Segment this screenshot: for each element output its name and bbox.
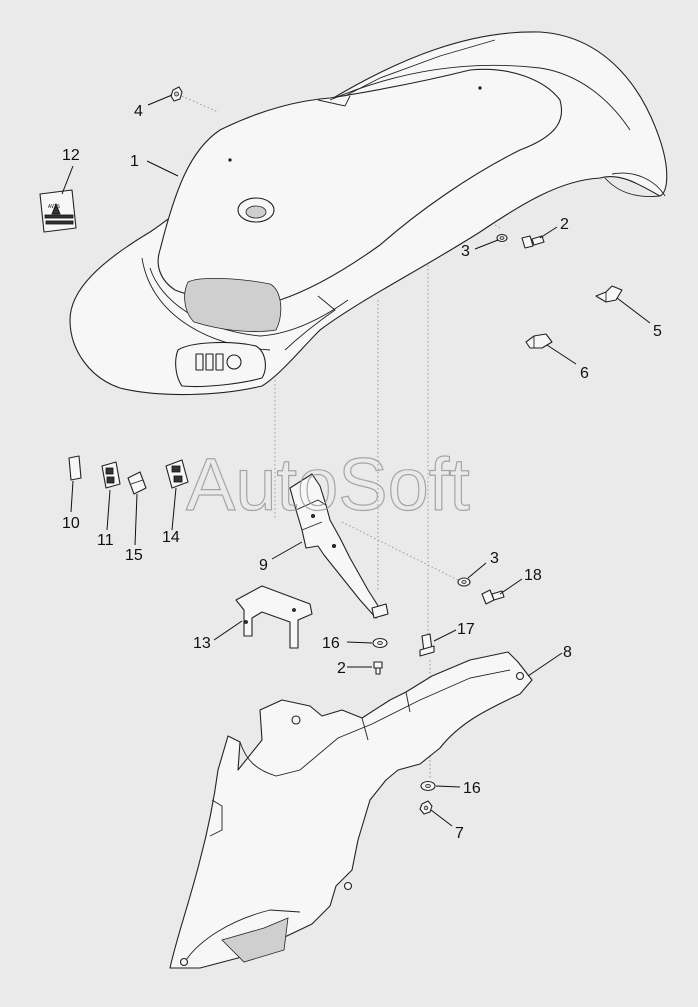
washer-part-16-lower <box>420 780 436 792</box>
bolt-part-2-upper <box>521 235 545 249</box>
callout-leader-lines <box>61 94 651 827</box>
callout-12: 12 <box>62 147 80 164</box>
callout-3-upper: 3 <box>461 243 470 260</box>
washer-part-3-lower <box>457 577 471 587</box>
fender-liner-part-8 <box>169 651 533 969</box>
reflector-part-10 <box>68 455 82 481</box>
callout-9: 9 <box>259 557 268 574</box>
callout-labels: 1 2 2 3 3 4 5 6 7 8 9 10 11 12 13 14 15 … <box>62 103 662 842</box>
callout-10: 10 <box>62 515 80 532</box>
callout-18: 18 <box>524 567 542 584</box>
nut-part-4 <box>170 86 183 102</box>
callout-14: 14 <box>162 529 180 546</box>
clip-part-5 <box>595 285 623 303</box>
grommet-part-14 <box>165 459 189 489</box>
callout-7: 7 <box>455 825 464 842</box>
nut-part-7 <box>419 800 433 815</box>
warning-label-part: AVIS <box>39 189 77 233</box>
callout-2-upper: 2 <box>560 216 569 233</box>
clip-part-6 <box>525 333 553 349</box>
stud-part-17 <box>419 633 435 657</box>
washer-part-3-upper <box>496 233 508 243</box>
rear-fender-part <box>69 31 668 396</box>
bolt-part-18 <box>481 589 505 605</box>
callout-17: 17 <box>457 621 475 638</box>
clip-part-15 <box>127 471 147 495</box>
bolt-part-2-lower <box>373 661 383 675</box>
callout-16-upper: 16 <box>322 635 340 652</box>
washer-part-16-upper <box>372 637 388 649</box>
callout-3-lower: 3 <box>490 550 499 567</box>
callout-11: 11 <box>97 532 114 549</box>
callout-16-lower: 16 <box>463 780 481 797</box>
callout-5: 5 <box>653 323 662 340</box>
callout-8: 8 <box>563 644 572 661</box>
grommet-part-11 <box>101 461 121 489</box>
callout-4: 4 <box>134 103 143 120</box>
callout-6: 6 <box>580 365 589 382</box>
watermark-text: AutoSoft <box>186 443 470 526</box>
bracket-part-13 <box>235 585 313 649</box>
bracket-part-9 <box>289 473 389 619</box>
callout-13: 13 <box>193 635 211 652</box>
callout-1: 1 <box>130 153 139 170</box>
svg-text:AVIS: AVIS <box>48 204 60 210</box>
callout-2-lower: 2 <box>337 660 346 677</box>
callout-15: 15 <box>125 547 143 564</box>
